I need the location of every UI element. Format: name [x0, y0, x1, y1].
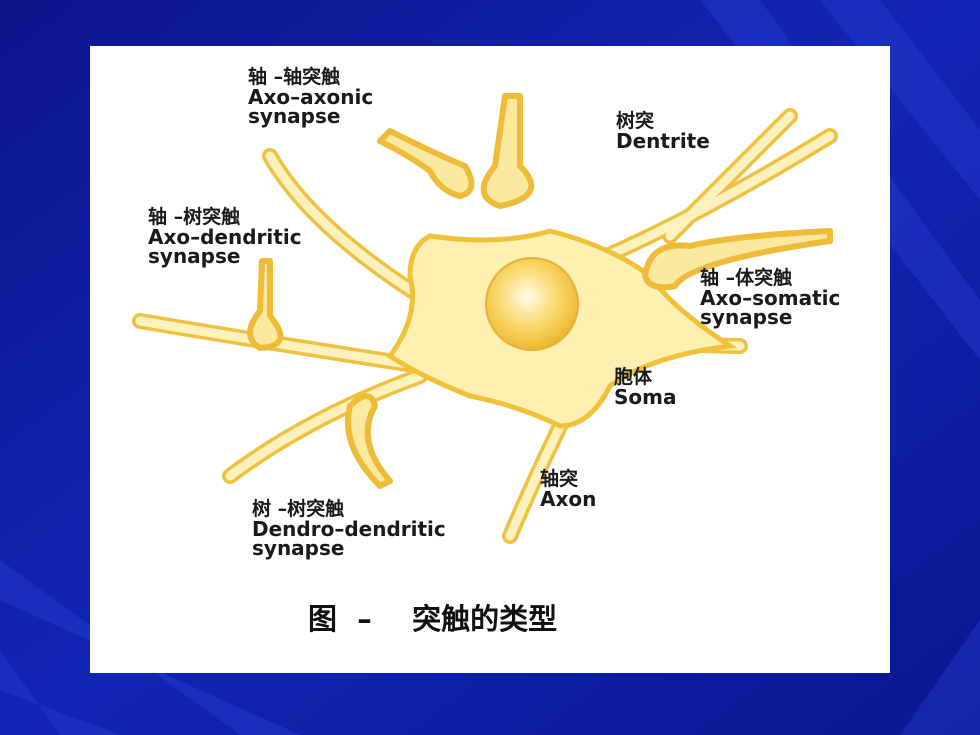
- nucleus: [485, 257, 579, 351]
- label-axon: 轴突 Axon: [540, 468, 596, 509]
- label-en: Axon: [540, 487, 597, 511]
- label-en: Axo–somatic: [700, 286, 841, 310]
- label-en: Axo–axonic: [248, 85, 374, 109]
- label-axo-axonic: 轴 –轴突触 Axo–axonic synapse: [248, 66, 373, 126]
- neuron-processes: [132, 108, 838, 544]
- label-cn: 轴 –树突触: [148, 206, 241, 228]
- label-en: Axo–dendritic: [148, 225, 302, 249]
- label-soma: 胞体 Soma: [614, 366, 676, 407]
- label-axo-dendritic: 轴 –树突触 Axo–dendritic synapse: [148, 206, 302, 266]
- label-cn: 轴突: [540, 468, 579, 490]
- neuron-diagram: [132, 93, 838, 544]
- label-axo-somatic: 轴 –体突触 Axo–somatic synapse: [700, 267, 840, 327]
- label-dendro-dendritic: 树 –树突触 Dendro–dendritic synapse: [252, 498, 446, 558]
- synaptic-terminals: [247, 93, 833, 489]
- label-cn: 轴 –轴突触: [248, 66, 341, 88]
- label-cn: 轴 –体突触: [700, 267, 793, 289]
- label-en: Dentrite: [616, 129, 710, 153]
- figure-caption: 图 – 突触的类型: [308, 602, 558, 636]
- label-en: Dendro–dendritic: [252, 517, 446, 541]
- label-en: synapse: [148, 244, 241, 268]
- label-en: Soma: [614, 385, 677, 409]
- diagram-card: 轴 –轴突触 Axo–axonic synapse 树突 Dentrite 轴 …: [90, 46, 890, 673]
- label-cn: 胞体: [614, 366, 653, 388]
- label-cn: 树突: [616, 110, 655, 132]
- label-dendrite: 树突 Dentrite: [616, 110, 710, 151]
- label-cn: 树 –树突触: [252, 498, 345, 520]
- label-en: synapse: [248, 104, 341, 128]
- label-en: synapse: [252, 536, 345, 560]
- label-en: synapse: [700, 305, 793, 329]
